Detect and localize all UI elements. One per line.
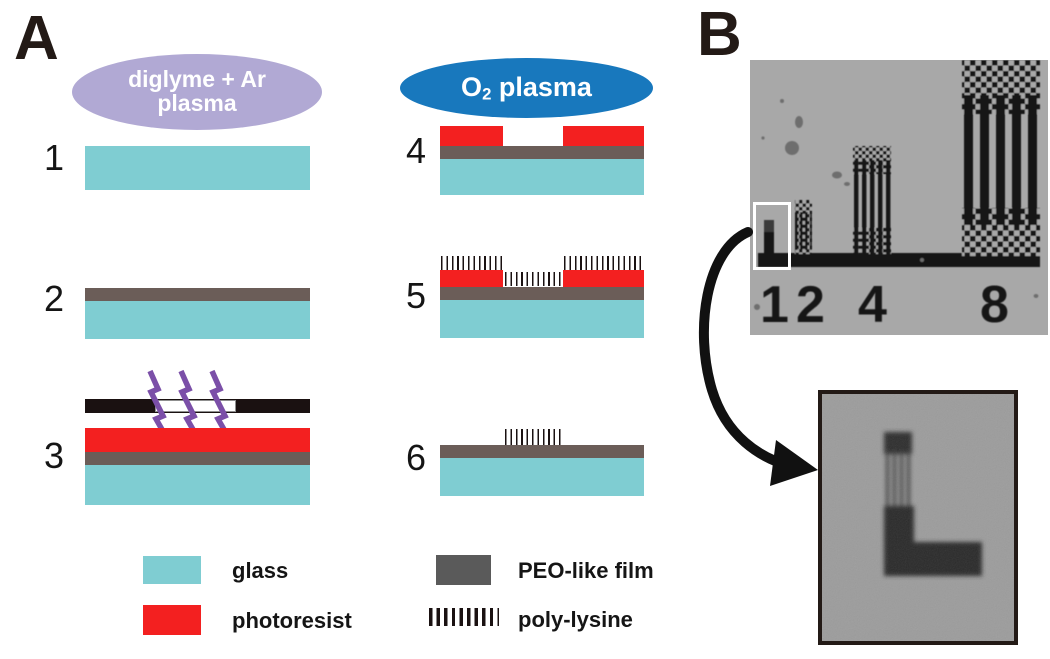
region-of-interest-box: [753, 202, 791, 270]
panel-a-label: A: [14, 4, 59, 73]
panel-b-label: B: [697, 0, 742, 69]
step-4-peo-layer: [440, 146, 644, 159]
step-3-glass-layer: [85, 465, 310, 505]
o2-plasma-label-prefix: O: [461, 71, 483, 102]
step-3-photoresist-layer: [85, 428, 310, 452]
inset-content: [822, 394, 1014, 641]
diglyme-plasma-ellipse: diglyme + Ar plasma: [72, 54, 322, 130]
step-5-polylysine-in-trench: [505, 272, 562, 286]
step-5-polylysine-on-right-resist: [564, 256, 644, 270]
micrograph-content: 1 2 4 8: [750, 60, 1048, 335]
step-3-number: 3: [44, 435, 65, 476]
step-4-glass-layer: [440, 159, 644, 195]
step-2-glass-layer: [85, 301, 310, 339]
step-2-peo-layer: [85, 288, 310, 301]
legend-swatch-peo-like-film: [436, 555, 491, 585]
inset-frame: [818, 390, 1018, 645]
svg-text:4: 4: [858, 276, 887, 334]
legend-label-peo-like-film: PEO-like film: [518, 558, 654, 583]
step-1-glass-layer: [85, 146, 310, 190]
step-4-photoresist-right: [563, 126, 644, 146]
step-6-glass-layer: [440, 458, 644, 496]
step-5-peo-layer: [440, 287, 644, 300]
step-5-polylysine-on-left-resist: [441, 256, 503, 270]
micrograph-image: 1 2 4 8: [750, 60, 1048, 335]
legend-label-photoresist: photoresist: [232, 608, 352, 633]
step-5-glass-layer: [440, 300, 644, 338]
inset-magnified-image: [822, 394, 1014, 641]
step-2-number: 2: [44, 278, 65, 319]
step-6-polylysine-pattern: [505, 429, 562, 445]
legend-label-glass: glass: [232, 558, 289, 583]
step-3-peo-layer: [85, 452, 310, 465]
svg-text:2: 2: [796, 276, 825, 334]
legend-label-poly-lysine: poly-lysine: [518, 607, 633, 632]
step-5-photoresist-left: [440, 270, 503, 287]
svg-text:1: 1: [760, 276, 789, 334]
o2-plasma-label-suffix: plasma: [491, 71, 592, 102]
o2-plasma-label-subscript: 2: [482, 84, 492, 104]
step-6-peo-layer: [440, 445, 644, 458]
svg-text:8: 8: [980, 276, 1009, 334]
step-6-number: 6: [406, 437, 427, 478]
step-1-number: 1: [44, 137, 65, 178]
o2-plasma-ellipse: O2 plasma: [400, 58, 653, 118]
step-5-number: 5: [406, 275, 427, 316]
diglyme-plasma-label-line1: diglyme + Ar: [128, 66, 266, 93]
legend-swatch-poly-lysine: [429, 608, 499, 626]
diglyme-plasma-label-line2: plasma: [157, 90, 237, 116]
step-4-number: 4: [406, 130, 427, 171]
step-4-photoresist-left: [440, 126, 503, 146]
legend-swatch-photoresist: [143, 605, 201, 635]
step-5-photoresist-right: [563, 270, 644, 287]
legend-swatch-glass: [143, 556, 201, 584]
